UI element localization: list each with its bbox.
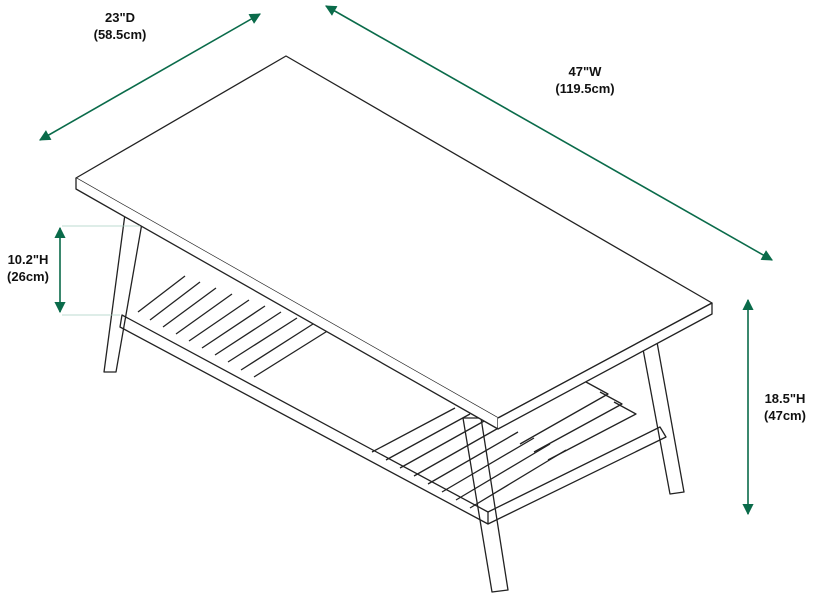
width-inches: 47"W bbox=[568, 64, 602, 79]
width-arrow bbox=[325, 5, 773, 261]
leg-front-right bbox=[462, 417, 509, 593]
height-cm: (47cm) bbox=[764, 408, 806, 423]
leg-back-right bbox=[639, 330, 685, 495]
height-label: 18.5"H (47cm) bbox=[752, 390, 818, 424]
height-inches: 18.5"H bbox=[764, 391, 806, 406]
shelf-rail-right bbox=[487, 426, 667, 525]
leg-back-left bbox=[103, 213, 143, 373]
table-outline bbox=[75, 55, 713, 593]
width-cm: (119.5cm) bbox=[555, 81, 615, 96]
depth-cm: (58.5cm) bbox=[93, 27, 147, 42]
depth-arrow bbox=[39, 13, 261, 141]
width-label: 47"W (119.5cm) bbox=[540, 63, 630, 97]
shelf-clearance-cm: (26cm) bbox=[7, 269, 49, 284]
tabletop-right-edge bbox=[497, 302, 713, 430]
depth-inches: 23"D bbox=[104, 10, 135, 25]
shelf-slats-left bbox=[137, 275, 330, 378]
shelf-guide-lines bbox=[62, 225, 140, 316]
shelf-clearance-inches: 10.2"H bbox=[7, 252, 49, 267]
shelf-clearance-label: 10.2"H (26cm) bbox=[0, 251, 56, 285]
depth-label: 23"D (58.5cm) bbox=[80, 9, 160, 43]
